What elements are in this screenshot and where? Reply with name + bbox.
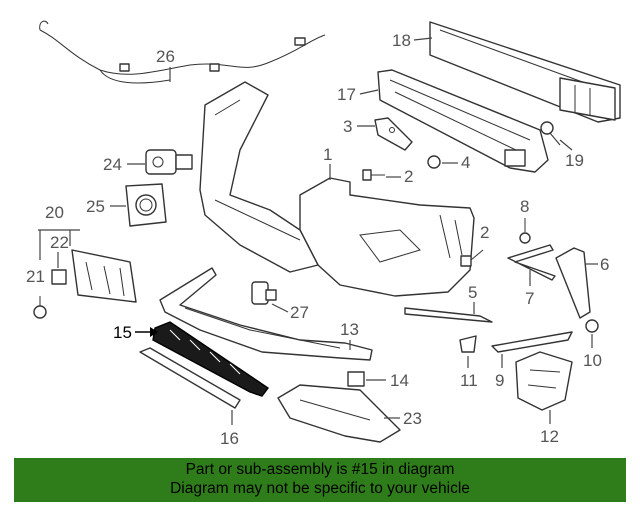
part-4-clip[interactable] [427,155,441,169]
callout-7: 7 [525,289,534,308]
callout-26: 26 [156,47,175,66]
part-10-clip[interactable] [585,319,599,333]
callout-13: 13 [340,320,359,339]
part-23-under-cover[interactable] [277,384,401,443]
callout-3: 3 [343,117,352,136]
parts-diagram: 26 18 17 19 3 4 2 [26,20,621,448]
part-15-lower-support[interactable] [152,321,270,397]
part-6-side-garnish[interactable] [555,247,591,319]
callout-10: 10 [583,351,602,370]
callout-9: 9 [495,371,504,390]
part-11-clip[interactable] [459,335,477,353]
callout-23: 23 [403,409,422,428]
part-22-side-bracket[interactable] [51,249,137,303]
callout-1: 1 [323,145,332,164]
part-1-bumper-cover[interactable] [199,81,475,297]
callout-24: 24 [103,155,122,174]
callout-25: 25 [86,197,105,216]
part-24-parking-sensor[interactable] [145,149,193,175]
callout-15: 15 [113,323,132,342]
part-13-lower-spoiler[interactable] [159,267,373,361]
part-18-bumper-reinforcement[interactable] [429,21,621,123]
part-5-molding[interactable] [404,307,493,323]
part-21-bolt[interactable] [33,296,47,319]
callout-20: 20 [45,203,64,222]
callout-21: 21 [26,267,45,286]
callout-2-upper: 2 [404,167,413,186]
part-3-bracket[interactable] [374,117,413,151]
info-banner: Part or sub-assembly is #15 in diagram D… [14,458,626,502]
part-17-energy-absorber[interactable] [377,69,549,173]
callout-6: 6 [600,255,609,274]
callout-14: 14 [390,371,409,390]
callout-19: 19 [565,151,584,170]
callout-8: 8 [520,197,529,216]
part-8-clip[interactable] [519,218,531,244]
callout-18: 18 [392,31,411,50]
callout-16: 16 [220,429,239,448]
part-12-bracket[interactable] [515,351,573,411]
part-25-sensor-holder[interactable] [125,183,167,227]
part-9-trim[interactable] [491,331,573,353]
part-2-screw-lower[interactable] [460,249,484,267]
callout-27: 27 [290,303,309,322]
part-19-bolt[interactable] [540,121,561,146]
banner-line-1: Part or sub-assembly is #15 in diagram [185,461,455,478]
callout-12: 12 [540,427,559,446]
part-26-wiring-harness[interactable] [39,20,326,84]
part-2-screw-upper[interactable] [362,169,385,181]
part-7-trim[interactable] [507,244,556,281]
callout-4: 4 [461,153,470,172]
callout-22: 22 [50,233,69,252]
callout-5: 5 [468,283,477,302]
callout-11: 11 [460,371,478,390]
part-27-sensor[interactable] [251,281,277,305]
callout-2-lower: 2 [480,223,489,242]
callout-17: 17 [337,85,356,104]
part-16-lower-molding[interactable] [139,347,241,409]
part-14-clip[interactable] [347,371,365,387]
banner-line-2: Diagram may not be specific to your vehi… [170,480,470,497]
